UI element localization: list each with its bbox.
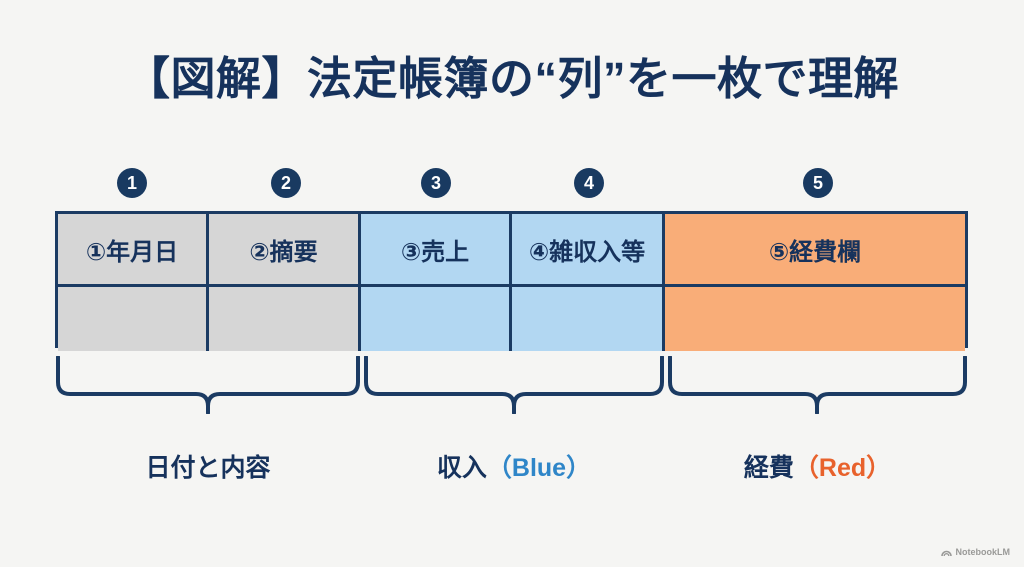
notebooklm-icon: [940, 548, 952, 557]
table-cell-misc: [512, 287, 665, 351]
group-label-text-income: 収入: [436, 454, 487, 482]
table-cell-sales: [361, 287, 512, 351]
notebooklm-label: NotebookLM: [955, 547, 1011, 557]
group-label-text-expense: 経費: [743, 454, 794, 482]
column-badge-2: 2: [271, 168, 301, 198]
group-tag-expense: （Red）: [793, 454, 892, 482]
table-cell-date: [58, 287, 209, 351]
table-header-cell-misc: ④雑収入等: [512, 214, 665, 284]
column-badge-1: 1: [117, 168, 147, 198]
table-cell-expense: [665, 287, 965, 351]
group-label-text-date-content: 日付と内容: [145, 454, 271, 482]
group-tag-income: （Blue）: [486, 454, 592, 482]
column-badge-3: 3: [421, 168, 451, 198]
table-data-row: [58, 284, 965, 351]
table-header-cell-date: ①年月日: [58, 214, 209, 284]
brace-income: [363, 356, 665, 414]
column-badge-5: 5: [803, 168, 833, 198]
table-header-cell-sales: ③売上: [361, 214, 512, 284]
page-title: 【図解】法定帳簿の“列”を一枚で理解: [124, 53, 899, 104]
brace-date-content: [55, 356, 361, 414]
table-header-cell-expense: ⑤経費欄: [665, 214, 965, 284]
ledger-table: ①年月日 ②摘要 ③売上 ④雑収入等 ⑤経費欄: [55, 211, 968, 351]
table-header-row: ①年月日 ②摘要 ③売上 ④雑収入等 ⑤経費欄: [58, 214, 965, 284]
brace-expense: [667, 356, 968, 414]
table-cell-summary: [209, 287, 361, 351]
column-badge-4: 4: [574, 168, 604, 198]
table-header-cell-summary: ②摘要: [209, 214, 361, 284]
group-label-income: 収入（Blue）: [363, 448, 665, 484]
group-label-expense: 経費（Red）: [667, 448, 968, 484]
notebooklm-watermark: NotebookLM: [940, 547, 1011, 557]
group-label-date-content: 日付と内容: [55, 448, 361, 484]
